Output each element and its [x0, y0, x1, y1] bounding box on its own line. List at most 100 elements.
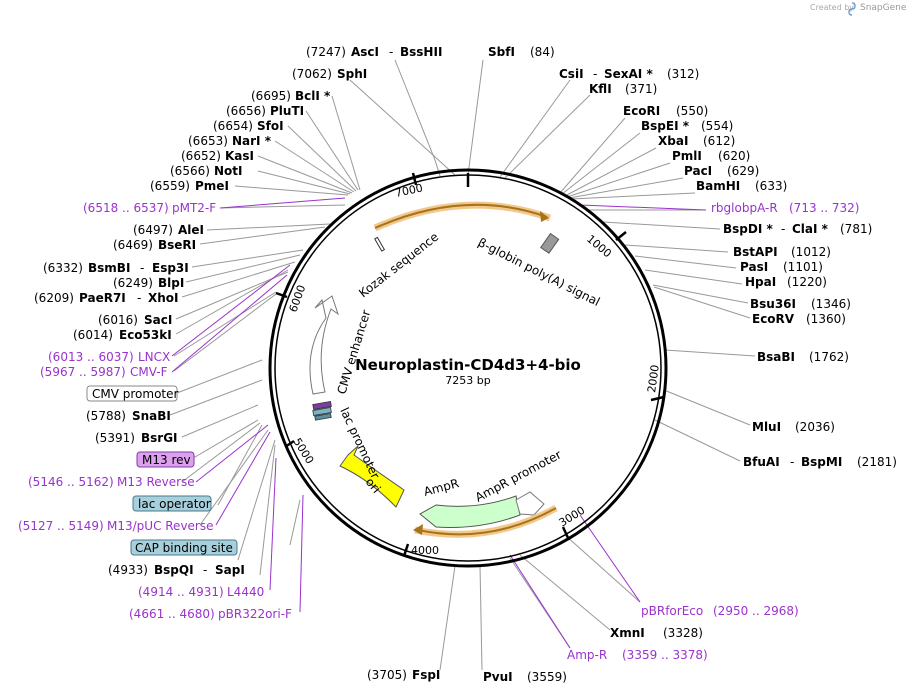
ampr-label: AmpR	[422, 476, 460, 499]
site-bspei: BspEI *	[641, 119, 690, 133]
site-bspmi: BspMI	[801, 455, 842, 469]
site-sfoi: SfoI	[257, 119, 284, 133]
ori-feature	[339, 445, 405, 508]
site-hpai: HpaI	[745, 275, 776, 289]
site-hpai-pos: (1220)	[787, 275, 827, 289]
site-bcli-pos: (6695)	[251, 89, 291, 103]
cmv-enhancer-feature	[309, 295, 339, 395]
site-sexai: SexAI *	[604, 67, 653, 81]
site-csii: CsiI	[559, 67, 584, 81]
site-paci: PacI	[684, 164, 712, 178]
bglobin-feature	[540, 232, 560, 254]
site-noti-pos: (6566)	[170, 164, 210, 178]
site-fspi-pos: (3705)	[367, 668, 407, 682]
site-bspqi-pos: (4933)	[108, 563, 148, 577]
site-xhoi: XhoI	[148, 291, 179, 305]
tick-label-6000: 6000	[287, 283, 309, 314]
cmv-enhancer-label: CMV enhancer	[334, 308, 373, 396]
site-ecorv: EcoRV	[752, 312, 795, 326]
feature-m13rev: M13 rev	[142, 453, 191, 467]
feature-cap-box	[130, 539, 238, 556]
site-saci-pos: (6016)	[98, 313, 138, 327]
primer-m13reverse-pos: (5146 .. 5162)	[28, 475, 114, 489]
tick-marks	[275, 172, 665, 557]
site-bamhi-pos: (633)	[755, 179, 787, 193]
site-bstapi-pos: (1012)	[791, 245, 831, 259]
site-ecorv-pos: (1360)	[806, 312, 846, 326]
site-kasi-pos: (6652)	[181, 149, 221, 163]
site-blpi-pos: (6249)	[113, 276, 153, 290]
primer-ampr-pos: (3359 .. 3378)	[622, 648, 708, 662]
primer-cmvf: CMV-F	[130, 365, 168, 379]
site-nari-pos: (6653)	[188, 134, 228, 148]
orf-arrow-bottom	[417, 507, 557, 536]
site-paer7i: PaeR7I	[79, 291, 126, 305]
site-ecori: EcoRI	[623, 104, 660, 118]
tick-label-2000: 2000	[645, 364, 662, 394]
site-pasi-pos: (1101)	[783, 260, 823, 274]
site-sbfi: SbfI	[488, 45, 515, 59]
site-alei: AleI	[178, 223, 204, 237]
site-bseri-pos: (6469)	[113, 238, 153, 252]
site-saci: SacI	[144, 313, 172, 327]
feature-cmv-promoter-box	[86, 385, 178, 402]
orf-arrow-bottom-head	[413, 524, 423, 535]
lac-features	[312, 401, 332, 421]
site-clai: ClaI *	[792, 222, 829, 236]
primer-pbr322-pos: (4661 .. 4680)	[129, 607, 215, 621]
tick-label-3000: 3000	[557, 504, 588, 530]
site-noti: NotI	[214, 164, 243, 178]
primer-m13puc-pos: (5127 .. 5149)	[18, 519, 104, 533]
site-bsu36i: Bsu36I	[750, 297, 796, 311]
ampr-promoter-label: AmpR promoter	[473, 447, 564, 504]
site-paci-pos: (629)	[727, 164, 759, 178]
site-fspi: FspI	[412, 668, 440, 682]
site-xbai: XbaI	[658, 134, 688, 148]
site-xmni-pos: (3328)	[663, 626, 703, 640]
site-bsmbi: BsmBI	[88, 261, 130, 275]
site-paer7i-sep: -	[137, 291, 141, 305]
primer-pbrfor: pBRforEco	[641, 604, 703, 618]
site-alei-pos: (6497)	[133, 223, 173, 237]
feature-cmv-promoter: CMV promoter	[92, 387, 179, 401]
site-bsmbi-pos: (6332)	[43, 261, 83, 275]
site-sphi: SphI	[337, 67, 367, 81]
primer-pmt2f-pos: (6518 .. 6537)	[83, 201, 169, 215]
site-pvui: PvuI	[483, 670, 513, 684]
site-pluti-pos: (6656)	[226, 104, 266, 118]
site-bcli: BclI *	[295, 89, 331, 103]
site-asci-pos: (7247)	[306, 45, 346, 59]
site-pasi: PasI	[740, 260, 768, 274]
site-bspdi: BspDI *	[723, 222, 773, 236]
site-snabi: SnaBI	[132, 409, 171, 423]
site-bsshii: BssHII	[400, 45, 442, 59]
plasmid-title: Neuroplastin-CD4d3+4-bio	[355, 356, 581, 374]
site-sapi: SapI	[215, 563, 245, 577]
leader-lines	[169, 59, 756, 671]
primer-cmvf-pos: (5967 .. 5987)	[40, 365, 126, 379]
site-bspqi: BspQI	[154, 563, 194, 577]
site-pmei-pos: (6559)	[150, 179, 190, 193]
feature-m13rev-box	[136, 451, 195, 468]
primer-l4440: L4440	[227, 585, 264, 599]
site-paer7i-pos: (6209)	[34, 291, 74, 305]
site-bspdi-pos: (781)	[840, 222, 872, 236]
primer-l4440-pos: (4914 .. 4931)	[138, 585, 224, 599]
site-csii-sep: -	[593, 67, 597, 81]
plasmid-length: 7253 bp	[445, 374, 490, 387]
site-snabi-pos: (5788)	[86, 409, 126, 423]
kozak-label: Kozak sequence	[356, 230, 441, 301]
site-esp3i: Esp3I	[152, 261, 189, 275]
feature-lacop-box	[132, 495, 212, 512]
orf-arrow-top	[374, 203, 548, 229]
primer-pmt2f: pMT2-F	[172, 201, 216, 215]
site-pvui-pos: (3559)	[527, 670, 567, 684]
primer-m13reverse: M13 Reverse	[117, 475, 195, 489]
site-bsabi-pos: (1762)	[809, 350, 849, 364]
feature-cap: CAP binding site	[135, 541, 233, 555]
site-mlui-pos: (2036)	[795, 420, 835, 434]
backbone-outer	[268, 168, 668, 568]
site-mlui: MluI	[752, 420, 781, 434]
orf-arrow-top-glow	[373, 201, 552, 232]
